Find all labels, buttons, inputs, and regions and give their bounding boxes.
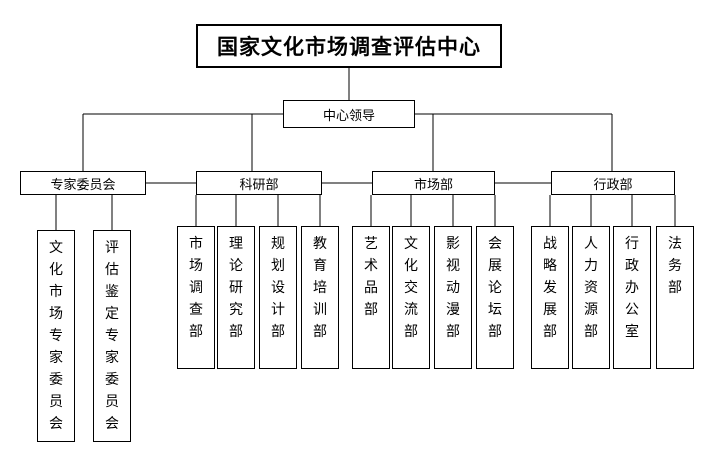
unit-legal-affairs: 法务部: [656, 226, 694, 369]
unit-art-works: 艺术品部: [352, 226, 390, 369]
dept-expert-committee: 专家委员会: [20, 171, 146, 195]
unit-culture-market-expert-committee: 文化市场专家委员会: [37, 230, 75, 442]
dept-administration: 行政部: [551, 171, 675, 195]
unit-exhibition-forum: 会展论坛部: [476, 226, 514, 369]
unit-admin-office: 行政办公室: [613, 226, 651, 369]
unit-planning-design: 规划设计部: [259, 226, 297, 369]
unit-market-survey: 市场调查部: [177, 226, 215, 369]
leadership-box: 中心领导: [283, 100, 415, 128]
unit-human-resources: 人力资源部: [572, 226, 610, 369]
unit-evaluation-expert-committee: 评估鉴定专家委员会: [93, 230, 131, 442]
org-title: 国家文化市场调查评估中心: [196, 24, 502, 68]
unit-cultural-exchange: 文化交流部: [392, 226, 430, 369]
unit-strategy-development: 战略发展部: [531, 226, 569, 369]
dept-market: 市场部: [372, 171, 495, 195]
unit-education-training: 教育培训部: [301, 226, 339, 369]
dept-research: 科研部: [196, 171, 322, 195]
unit-theory-research: 理论研究部: [217, 226, 255, 369]
unit-film-animation: 影视动漫部: [434, 226, 472, 369]
